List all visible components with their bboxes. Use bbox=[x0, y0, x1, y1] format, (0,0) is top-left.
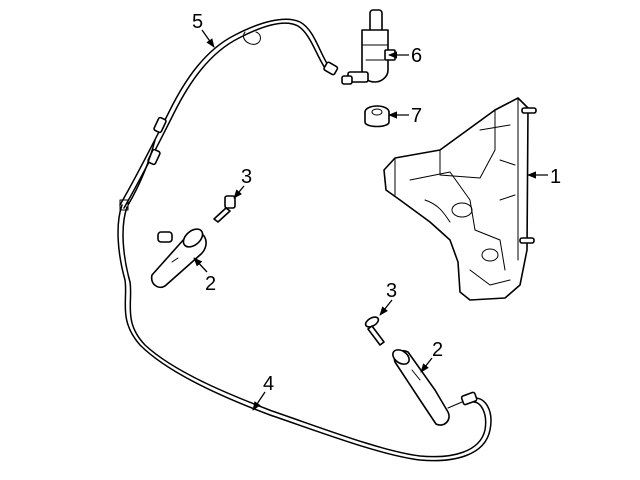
callout-4: 4 bbox=[263, 373, 274, 395]
callout-6: 6 bbox=[411, 45, 422, 67]
callout-leaders bbox=[193, 29, 548, 411]
bolt-right bbox=[364, 316, 385, 346]
bolt-left bbox=[213, 195, 236, 223]
callout-2-left: 2 bbox=[205, 273, 216, 295]
callout-1: 1 bbox=[550, 166, 561, 188]
washer-reservoir bbox=[383, 97, 537, 301]
pump-grommet bbox=[364, 105, 390, 128]
callout-2-right: 2 bbox=[432, 339, 443, 361]
callout-7: 7 bbox=[411, 105, 422, 127]
upper-washer-hose bbox=[119, 18, 339, 209]
washer-nozzle-right bbox=[392, 349, 463, 426]
callout-3-left: 3 bbox=[241, 166, 252, 188]
washer-nozzle-left bbox=[150, 228, 207, 289]
washer-pump bbox=[341, 9, 396, 85]
lower-washer-hose bbox=[117, 199, 492, 462]
callout-3-right: 3 bbox=[386, 280, 397, 302]
callout-5: 5 bbox=[192, 11, 203, 33]
